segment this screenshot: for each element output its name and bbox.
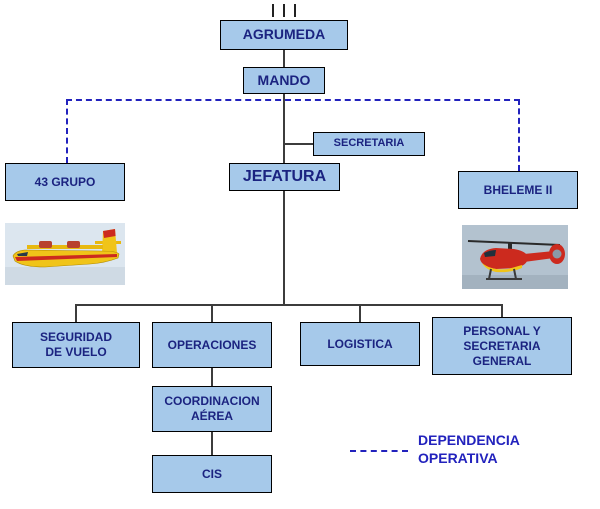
connector-trunk-secretaria <box>283 143 313 145</box>
node-mando: MANDO <box>243 67 325 94</box>
dashed-connector-horizontal <box>66 99 520 101</box>
node-bheleme-ii-label: BHELEME II <box>483 182 553 197</box>
connector-bus-operaciones <box>211 304 213 322</box>
node-secretaria: SECRETARIA <box>313 132 425 156</box>
node-coordinacion-aerea-label: COORDINACION AÉREA <box>164 394 260 423</box>
connector-coordinacion-cis <box>211 432 213 455</box>
continuation-tick-2 <box>283 4 285 17</box>
node-operaciones-label: OPERACIONES <box>167 337 257 352</box>
node-jefatura-label: JEFATURA <box>242 168 327 185</box>
connector-bus-seguridad <box>75 304 77 322</box>
node-cis: CIS <box>152 455 272 493</box>
node-operaciones: OPERACIONES <box>152 322 272 368</box>
node-agrumeda: AGRUMEDA <box>220 20 348 50</box>
continuation-tick-1 <box>272 4 274 17</box>
helicopter-image <box>462 225 568 289</box>
connector-mando-jefatura <box>283 94 285 163</box>
connector-bus-logistica <box>359 304 361 322</box>
continuation-tick-3 <box>294 4 296 17</box>
node-bheleme-ii: BHELEME II <box>458 171 578 209</box>
connector-bottom-bus <box>75 304 503 306</box>
connector-bus-personal <box>501 304 503 317</box>
connector-operaciones-coordinacion <box>211 368 213 386</box>
node-personal-y-secretaria-general: PERSONAL Y SECRETARIA GENERAL <box>432 317 572 375</box>
node-43-grupo: 43 GRUPO <box>5 163 125 201</box>
seaplane-image <box>5 223 125 285</box>
node-coordinacion-aerea: COORDINACION AÉREA <box>152 386 272 432</box>
node-agrumeda-label: AGRUMEDA <box>242 26 326 43</box>
legend-label: DEPENDENCIA OPERATIVA <box>418 432 520 467</box>
node-cis-label: CIS <box>201 466 222 481</box>
node-mando-label: MANDO <box>257 71 311 88</box>
node-seguridad-de-vuelo: SEGURIDAD DE VUELO <box>12 322 140 368</box>
node-jefatura: JEFATURA <box>229 163 340 191</box>
dashed-connector-left <box>66 99 68 163</box>
legend-dashed-line-sample <box>350 450 408 452</box>
node-logistica: LOGISTICA <box>300 322 420 366</box>
node-43-grupo-label: 43 GRUPO <box>34 174 96 189</box>
dashed-connector-right <box>518 99 520 171</box>
node-seguridad-de-vuelo-label: SEGURIDAD DE VUELO <box>39 330 112 359</box>
node-logistica-label: LOGISTICA <box>327 336 393 351</box>
connector-jefatura-bus <box>283 191 285 305</box>
node-personal-y-secretaria-general-label: PERSONAL Y SECRETARIA GENERAL <box>463 323 541 368</box>
connector-agrumeda-mando <box>283 50 285 67</box>
node-secretaria-label: SECRETARIA <box>333 137 405 150</box>
